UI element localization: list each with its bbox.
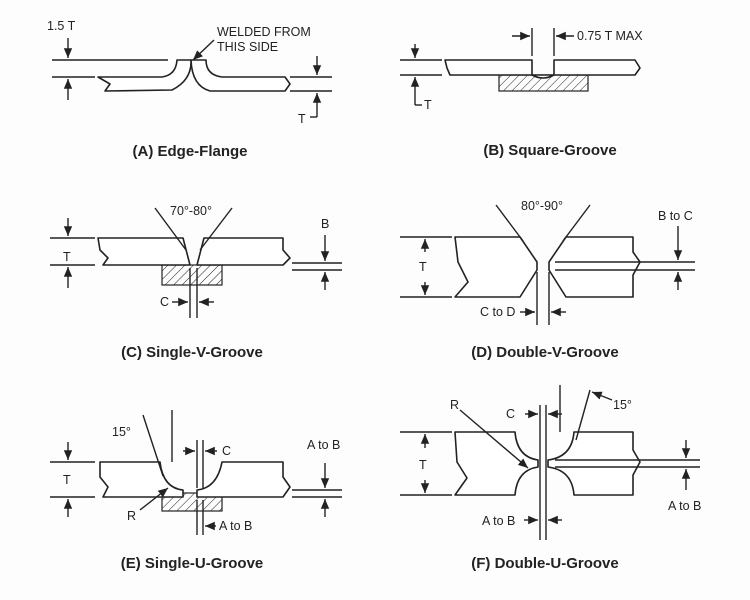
label-e-root: A to B <box>219 519 253 533</box>
label-d-b-to-c: B to C <box>658 209 693 223</box>
label-f-a-to-b: A to B <box>668 499 702 513</box>
title-single-v-groove: (C) Single-V-Groove <box>121 344 263 361</box>
label-d-angle: 80°-90° <box>521 199 563 213</box>
label-c-b: B <box>321 217 330 231</box>
label-e-angle: 15° <box>112 425 131 439</box>
label-d-t: T <box>419 260 427 274</box>
label-b-t: T <box>424 98 432 112</box>
single-u-groove-drawing <box>50 410 342 535</box>
title-square-groove: (B) Square-Groove <box>483 142 617 159</box>
title-single-u-groove: (E) Single-U-Groove <box>120 555 264 572</box>
label-a-t: T <box>298 112 306 126</box>
label-b-gap: 0.75 T MAX <box>577 29 643 43</box>
label-e-c: C <box>222 444 232 458</box>
label-a-note-1: WELDED FROM <box>217 25 311 39</box>
label-f-c: C <box>506 407 516 421</box>
double-u-groove-drawing <box>400 385 700 540</box>
label-c-t: T <box>63 250 71 264</box>
label-d-c-to-d: C to D <box>480 305 516 319</box>
edge-flange-drawing <box>52 38 332 118</box>
label-f-t: T <box>419 458 427 472</box>
label-f-r: R <box>450 398 460 412</box>
double-v-groove-drawing <box>400 204 695 325</box>
square-groove-drawing <box>400 28 641 106</box>
label-f-angle: 15° <box>613 398 632 412</box>
label-c-angle: 70°-80° <box>170 204 212 218</box>
label-a-note-2: THIS SIDE <box>217 40 279 54</box>
title-edge-flange: (A) Edge-Flange <box>132 143 248 160</box>
label-e-r: R <box>127 509 137 523</box>
label-f-root: A to B <box>482 514 516 528</box>
single-v-groove-drawing <box>50 207 342 318</box>
label-c-c: C <box>160 295 170 309</box>
title-double-u-groove: (F) Double-U-Groove <box>471 555 619 572</box>
label-e-t: T <box>63 473 71 487</box>
label-e-a-to-b: A to B <box>307 438 341 452</box>
label-a-1-5t: 1.5 T <box>47 19 76 33</box>
title-double-v-groove: (D) Double-V-Groove <box>471 344 619 361</box>
